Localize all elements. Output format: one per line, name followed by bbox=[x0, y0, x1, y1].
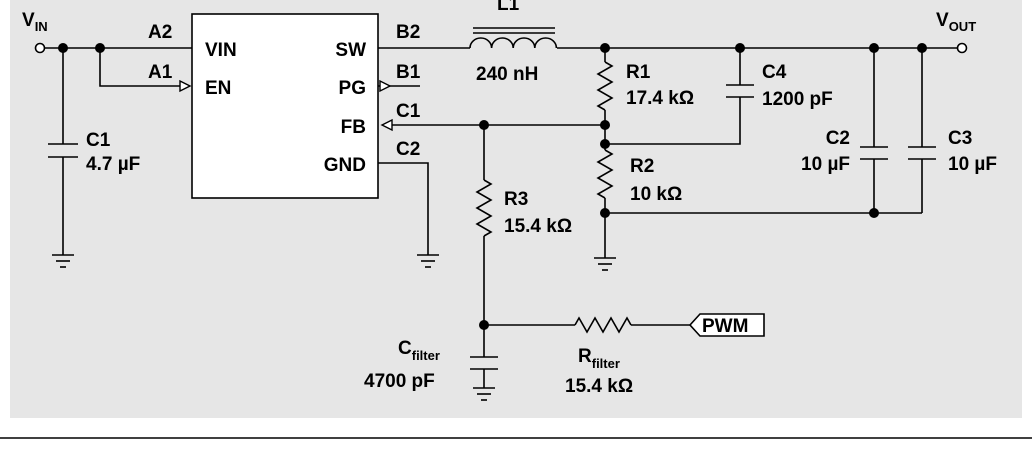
ball-b1-label: B1 bbox=[396, 62, 421, 83]
l1-name: L1 bbox=[497, 0, 520, 15]
c2-name: C2 bbox=[826, 128, 850, 149]
r2-value: 10 kΩ bbox=[630, 184, 682, 205]
l1-value: 240 nH bbox=[476, 64, 538, 85]
rfilter-resistor-icon bbox=[574, 316, 632, 334]
c3-name: C3 bbox=[948, 128, 972, 149]
r3-value: 15.4 kΩ bbox=[504, 216, 572, 237]
rfilter-name: Rfilter bbox=[578, 346, 620, 371]
vin-label: VIN bbox=[22, 10, 48, 34]
c4-capacitor-icon bbox=[726, 84, 754, 98]
ic-pin-vin: VIN bbox=[205, 40, 237, 61]
diagram-background bbox=[10, 0, 1022, 418]
r2-name: R2 bbox=[630, 156, 654, 177]
rfilter-value: 15.4 kΩ bbox=[565, 376, 633, 397]
c3-capacitor-icon bbox=[908, 146, 936, 160]
r1-name: R1 bbox=[626, 62, 651, 83]
ic-pin-en: EN bbox=[205, 78, 231, 99]
c1-value: 4.7 µF bbox=[86, 154, 140, 175]
ic-pin-sw: SW bbox=[335, 40, 366, 61]
ground-icon bbox=[52, 254, 74, 268]
ic-pin-fb: FB bbox=[341, 117, 366, 138]
ground-icon bbox=[473, 387, 495, 401]
l1-inductor-icon bbox=[469, 27, 558, 49]
vout-label: VOUT bbox=[936, 10, 976, 34]
c2-capacitor-icon bbox=[860, 146, 888, 160]
vin-terminal-icon bbox=[34, 42, 46, 54]
r2-resistor-icon bbox=[596, 149, 614, 199]
pwm-input-port-icon bbox=[688, 313, 765, 337]
junction-dots bbox=[58, 43, 927, 330]
ball-a1-label: A1 bbox=[148, 62, 173, 83]
ball-c2-label: C2 bbox=[396, 139, 420, 160]
c1-name: C1 bbox=[86, 130, 111, 151]
ground-icon bbox=[417, 254, 439, 268]
c3-value: 10 µF bbox=[948, 154, 997, 175]
c4-name: C4 bbox=[762, 62, 787, 83]
cfilter-name: Cfilter bbox=[398, 338, 440, 363]
vout-terminal-icon bbox=[956, 42, 968, 54]
c2-value: 10 µF bbox=[801, 154, 850, 175]
regulator-ic bbox=[191, 13, 379, 199]
r3-resistor-icon bbox=[475, 179, 493, 237]
ground-icon bbox=[594, 257, 616, 271]
r1-value: 17.4 kΩ bbox=[626, 88, 694, 109]
r1-resistor-icon bbox=[596, 61, 614, 111]
pwm-label: PWM bbox=[702, 316, 748, 337]
r3-name: R3 bbox=[504, 189, 528, 210]
ball-b2-label: B2 bbox=[396, 22, 420, 43]
ic-pin-pg: PG bbox=[339, 78, 366, 99]
cfilter-value: 4700 pF bbox=[364, 371, 435, 392]
c4-value: 1200 pF bbox=[762, 89, 833, 110]
ball-c1-label: C1 bbox=[396, 101, 421, 122]
c1-capacitor-icon bbox=[48, 143, 78, 158]
ic-pin-gnd: GND bbox=[324, 155, 366, 176]
cfilter-capacitor-icon bbox=[470, 356, 498, 370]
wires bbox=[45, 47, 958, 388]
ball-a2-label: A2 bbox=[148, 22, 172, 43]
